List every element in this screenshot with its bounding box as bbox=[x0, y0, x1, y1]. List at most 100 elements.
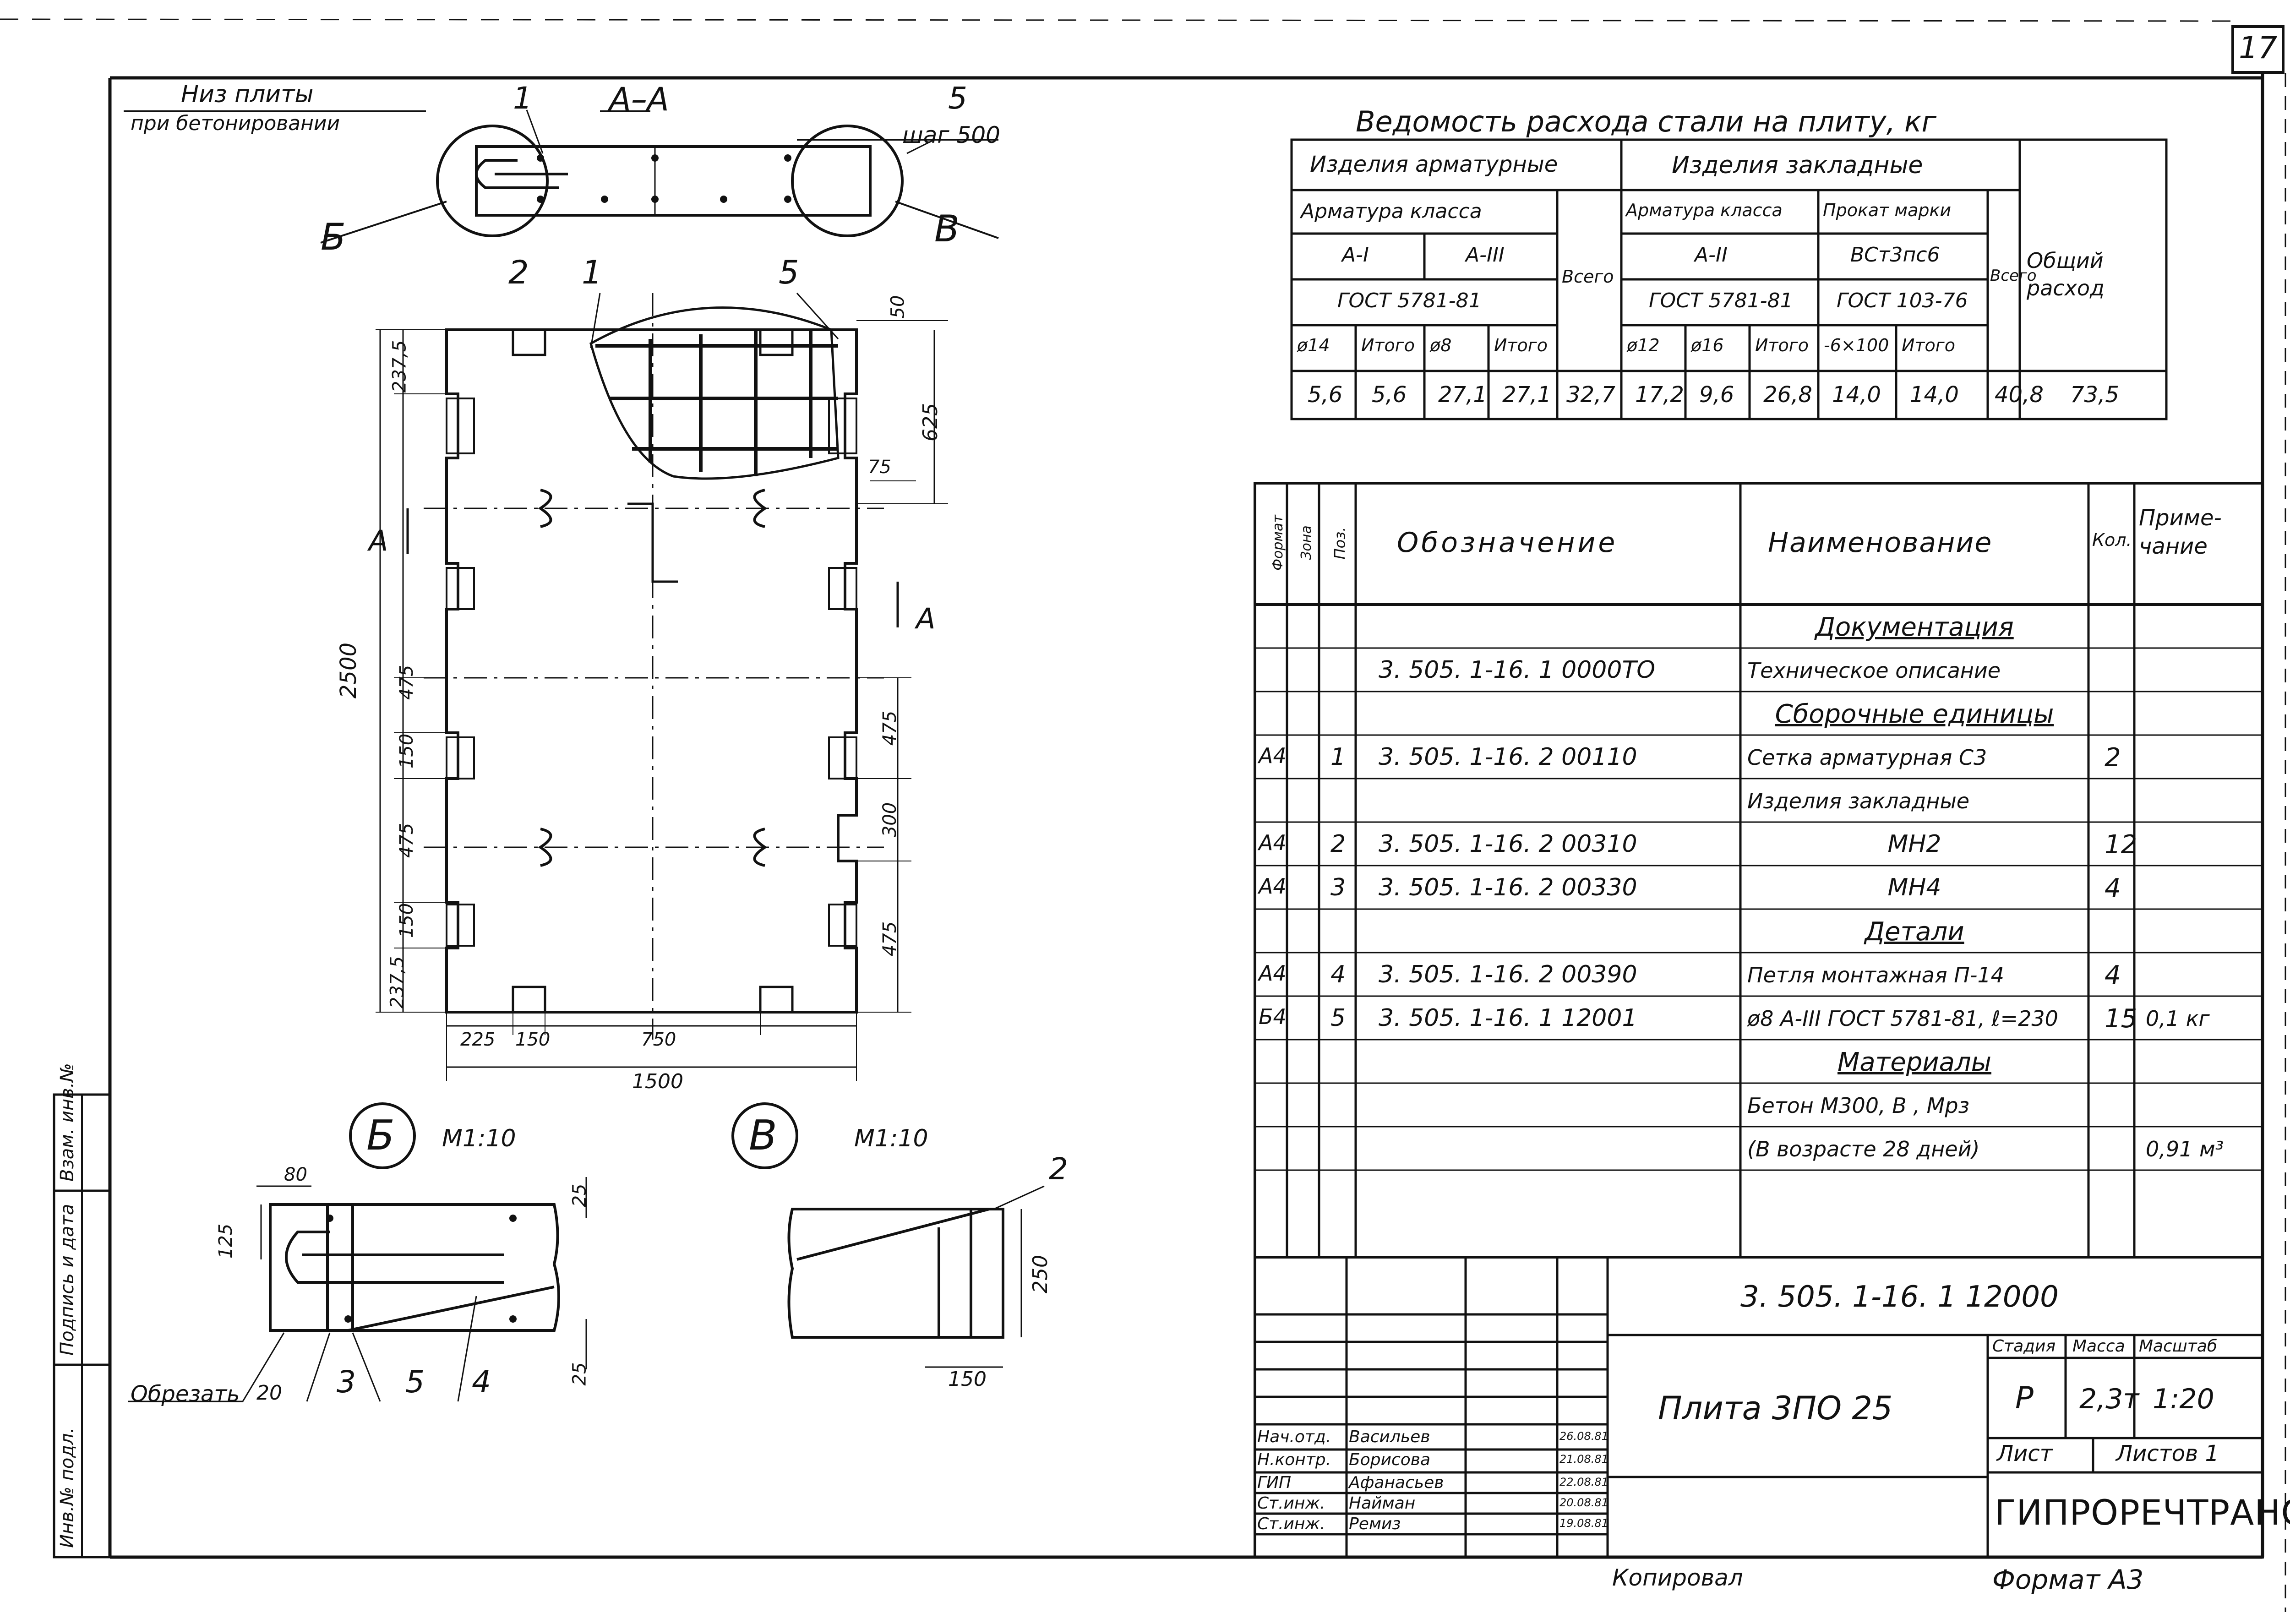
detail-mark-v: В bbox=[934, 207, 960, 250]
dim-b1500: 1500 bbox=[632, 1070, 683, 1093]
steel-subheader: ø14 bbox=[1297, 335, 1330, 355]
spec-row-name: Техническое описание bbox=[1747, 658, 2001, 683]
steel-h-total: Общий расход bbox=[2027, 248, 2105, 300]
dim-237-bot: 237,5 bbox=[387, 956, 408, 1009]
copied-by: Копировал bbox=[1612, 1564, 1743, 1591]
plan-callout-1: 1 bbox=[582, 254, 602, 291]
format-label: Формат А3 bbox=[1992, 1564, 2144, 1595]
steel-h-gost3: ГОСТ 103-76 bbox=[1837, 289, 1968, 312]
spec-row-name: МН2 bbox=[1887, 830, 1941, 858]
detail-v-scale: М1:10 bbox=[854, 1125, 928, 1152]
spec-row-note: 0,1 кг bbox=[2146, 1006, 2210, 1031]
stamp-scale: 1:20 bbox=[2153, 1383, 2214, 1415]
steel-value: 14,0 bbox=[1910, 382, 1959, 408]
detail-b-dim25b: 25 bbox=[569, 1362, 590, 1386]
stamp-person: Васильев bbox=[1349, 1428, 1430, 1446]
detail-mark-b: Б bbox=[321, 216, 346, 258]
detail-b-scale: М1:10 bbox=[442, 1125, 516, 1152]
steel-h-armclass2: Арматура класса bbox=[1626, 200, 1783, 220]
steel-subheader: Итого bbox=[1902, 335, 1956, 355]
steel-subheader: ø12 bbox=[1627, 335, 1660, 355]
dim-b150: 150 bbox=[515, 1029, 551, 1050]
steel-value: 27,1 bbox=[1502, 382, 1551, 408]
detail-v-callout-2: 2 bbox=[1049, 1151, 1068, 1187]
spec-row-designation: 3. 505. 1-16. 2 00390 bbox=[1379, 961, 1637, 988]
spec-row-name: Материалы bbox=[1837, 1047, 1991, 1077]
spec-row-designation: 3. 505. 1-16. 2 00330 bbox=[1379, 874, 1637, 901]
stamp-role: Ст.инж. bbox=[1257, 1515, 1325, 1533]
strip-inv-original: Инв.№ подл. bbox=[57, 1428, 78, 1548]
spec-row-name: ø8 А-III ГОСТ 5781-81, ℓ=230 bbox=[1747, 1006, 2058, 1031]
steel-value: 73,5 bbox=[2070, 382, 2119, 408]
spec-h-zone: Зона bbox=[1298, 525, 1314, 560]
spec-row-qty: 12 bbox=[2105, 830, 2137, 860]
spec-row-name: Бетон М300, В , Мрз bbox=[1747, 1093, 1969, 1118]
spec-row-format: А4 bbox=[1259, 874, 1287, 899]
steel-h-a1: А-I bbox=[1342, 243, 1369, 267]
detail-b-dim20: 20 bbox=[256, 1381, 282, 1405]
stamp-person: Афанасьев bbox=[1349, 1473, 1444, 1492]
note-bottom-slab: Низ плиты bbox=[181, 81, 314, 108]
steel-h-a3: А-III bbox=[1466, 243, 1505, 267]
dim-237-top: 237,5 bbox=[389, 340, 410, 393]
dim-475b: 475 bbox=[396, 823, 418, 858]
spec-row-format: А4 bbox=[1259, 830, 1287, 855]
steel-subheader: ø16 bbox=[1691, 335, 1724, 355]
spec-row-name: Детали bbox=[1865, 917, 1964, 947]
spec-row-name: Петля монтажная П-14 bbox=[1747, 963, 2005, 987]
stamp-date: 26.08.81 bbox=[1559, 1430, 1608, 1443]
plan-callout-2: 2 bbox=[508, 254, 529, 291]
dim-625: 625 bbox=[918, 403, 942, 441]
steel-subheader: ø8 bbox=[1430, 335, 1452, 355]
stamp-name: Плита 3ПО 25 bbox=[1658, 1390, 1893, 1427]
stamp-role: ГИП bbox=[1257, 1473, 1292, 1492]
stamp-sheets-header: Листов 1 bbox=[2116, 1441, 2219, 1466]
dim-150a: 150 bbox=[396, 733, 418, 769]
steel-value: 5,6 bbox=[1308, 382, 1343, 408]
detail-v-dim150: 150 bbox=[948, 1368, 987, 1391]
detail-b-cut: Обрезать bbox=[131, 1381, 240, 1407]
steel-value: 27,1 bbox=[1438, 382, 1487, 408]
stamp-mass: 2,3т bbox=[2079, 1383, 2139, 1415]
steel-value: 26,8 bbox=[1763, 382, 1812, 408]
steel-h-zakl: Изделия закладные bbox=[1672, 152, 1923, 179]
steel-h-gost1: ГОСТ 5781-81 bbox=[1337, 289, 1482, 312]
steel-value: 14,0 bbox=[1832, 382, 1881, 408]
spec-row-qty: 15 bbox=[2105, 1004, 2137, 1034]
steel-value: 32,7 bbox=[1566, 382, 1615, 408]
steel-h-a2: А-II bbox=[1695, 243, 1728, 267]
stamp-date: 19.08.81 bbox=[1559, 1517, 1608, 1530]
steel-value: 5,6 bbox=[1372, 382, 1407, 408]
spec-row-qty: 4 bbox=[2105, 873, 2121, 903]
steel-h-vst: ВСт3пс6 bbox=[1850, 243, 1940, 267]
spec-row-qty: 2 bbox=[2105, 743, 2121, 773]
stamp-person: Ремиз bbox=[1349, 1515, 1401, 1533]
dim-r475b: 475 bbox=[879, 921, 901, 957]
detail-b-dim125: 125 bbox=[215, 1223, 237, 1259]
strip-inv-replace: Взам. инв.№ bbox=[57, 1063, 78, 1182]
stamp-scale-header: Масштаб bbox=[2139, 1337, 2218, 1356]
strip-sign-date: Подпись и дата bbox=[57, 1204, 78, 1356]
callout-5-aa: 5 bbox=[948, 81, 967, 116]
spec-row-format: А4 bbox=[1259, 743, 1287, 768]
detail-v-label: В bbox=[749, 1112, 777, 1160]
spec-row-name: Документация bbox=[1815, 612, 2014, 642]
plan-callout-5: 5 bbox=[779, 254, 799, 291]
dim-r475a: 475 bbox=[879, 710, 901, 746]
spec-row-format: Б4 bbox=[1259, 1004, 1287, 1029]
detail-b-dim80: 80 bbox=[284, 1164, 307, 1185]
spec-row-pos: 1 bbox=[1330, 743, 1346, 771]
spec-row-note: 0,91 м³ bbox=[2146, 1137, 2224, 1161]
steel-value: 17,2 bbox=[1635, 382, 1684, 408]
callout-1-aa: 1 bbox=[513, 81, 532, 116]
stamp-date: 21.08.81 bbox=[1559, 1453, 1608, 1466]
stamp-date: 22.08.81 bbox=[1559, 1476, 1608, 1488]
spec-row-pos: 4 bbox=[1330, 961, 1346, 988]
steel-subheader: Итого bbox=[1494, 335, 1548, 355]
detail-b-callout-5: 5 bbox=[405, 1364, 425, 1400]
detail-b-callout-3: 3 bbox=[337, 1364, 356, 1400]
dim-475a: 475 bbox=[396, 665, 418, 700]
spec-row-qty: 4 bbox=[2105, 960, 2121, 990]
stamp-role: Н.контр. bbox=[1257, 1450, 1331, 1469]
